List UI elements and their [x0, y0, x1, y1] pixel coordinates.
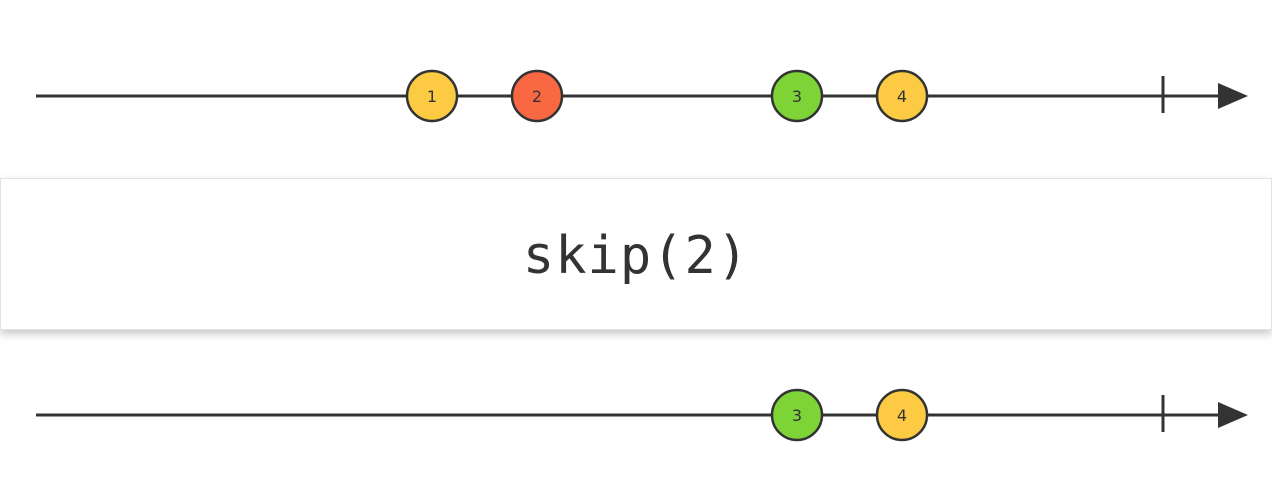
source-timeline: 1 2 3 4 — [0, 56, 1272, 136]
source-marble-3-label: 3 — [792, 87, 802, 106]
source-marble-4-circle — [875, 69, 929, 123]
operator-box: skip(2) — [0, 178, 1272, 330]
source-marble-1-circle — [405, 69, 459, 123]
result-marble-4: 4 — [875, 388, 929, 442]
source-marble-3-circle — [770, 69, 824, 123]
result-marble-3-circle — [770, 388, 824, 442]
result-arrowhead — [1218, 402, 1248, 428]
result-marble-3: 3 — [770, 388, 824, 442]
source-marble-3: 3 — [770, 69, 824, 123]
source-marble-4-label: 4 — [897, 87, 907, 106]
result-marble-4-label: 4 — [897, 406, 907, 425]
source-marble-1-label: 1 — [427, 87, 437, 106]
result-timeline-svg: 3 4 — [36, 388, 1248, 442]
source-arrowhead — [1218, 83, 1248, 109]
source-timeline-svg: 1 2 3 4 — [36, 69, 1248, 123]
operator-label: skip(2) — [522, 226, 750, 286]
result-marble-4-circle — [875, 388, 929, 442]
result-marble-3-label: 3 — [792, 406, 802, 425]
source-marble-2: 2 — [510, 69, 564, 123]
source-marble-4: 4 — [875, 69, 929, 123]
result-timeline: 3 4 — [0, 375, 1272, 455]
source-marble-2-label: 2 — [532, 87, 542, 106]
source-marble-2-circle — [510, 69, 564, 123]
source-marble-1: 1 — [405, 69, 459, 123]
